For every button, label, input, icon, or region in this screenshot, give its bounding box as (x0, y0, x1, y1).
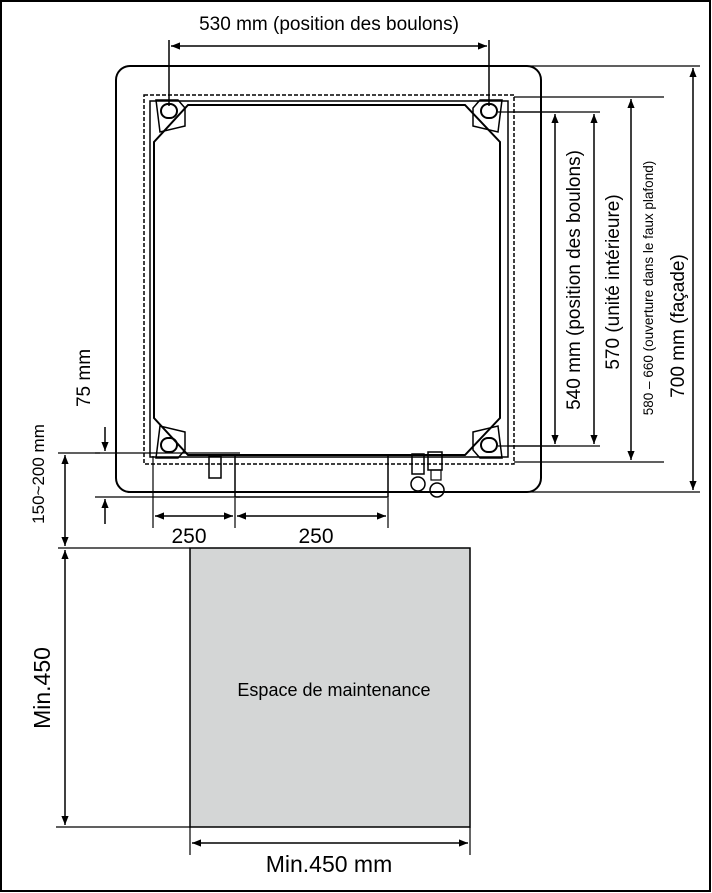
dim-facade (530, 65, 700, 493)
label-250-left: 250 (171, 525, 206, 548)
dim-ceiling-opening (514, 96, 664, 463)
drain-port (208, 455, 222, 479)
bolt-bracket-top-right (472, 99, 503, 133)
bolt-bracket-top-left (155, 99, 186, 133)
label-min-height: Min.450 (29, 647, 55, 729)
facade-panel (115, 65, 542, 493)
dim-bolt-width (168, 40, 490, 106)
label-unit-height: 570 (unité intérieure) (603, 194, 624, 369)
indoor-unit (115, 65, 542, 498)
label-offset-75: 75 mm (74, 349, 95, 407)
dim-250-pair (152, 456, 389, 528)
label-maintenance-space: Espace de maintenance (237, 680, 430, 700)
dim-offset-150-200 (58, 452, 190, 549)
bolt-bracket-bottom-right (472, 425, 503, 459)
pipe-connectors (410, 451, 445, 498)
bolt-bracket-bottom-left (155, 425, 186, 459)
label-250-right: 250 (298, 525, 333, 548)
maintenance-space (189, 547, 471, 828)
unit-body (153, 104, 501, 456)
ceiling-opening-outline (143, 94, 515, 465)
dim-min-width (189, 827, 471, 855)
label-min-width: Min.450 mm (266, 851, 393, 877)
label-offset-150-200: 150~200 mm (29, 424, 48, 524)
dim-min-height (56, 550, 190, 828)
label-facade: 700 mm (façade) (668, 254, 689, 398)
dim-offset-75 (95, 427, 240, 524)
dim-unit-height (508, 111, 600, 447)
label-bolt-width: 530 mm (position des boulons) (199, 14, 459, 35)
label-ceiling-opening: 580 – 660 (ouverture dans le faux plafon… (641, 161, 656, 415)
label-bolt-height: 540 mm (position des boulons) (564, 150, 585, 410)
electrical-box (234, 454, 389, 498)
unit-outline (149, 100, 509, 458)
